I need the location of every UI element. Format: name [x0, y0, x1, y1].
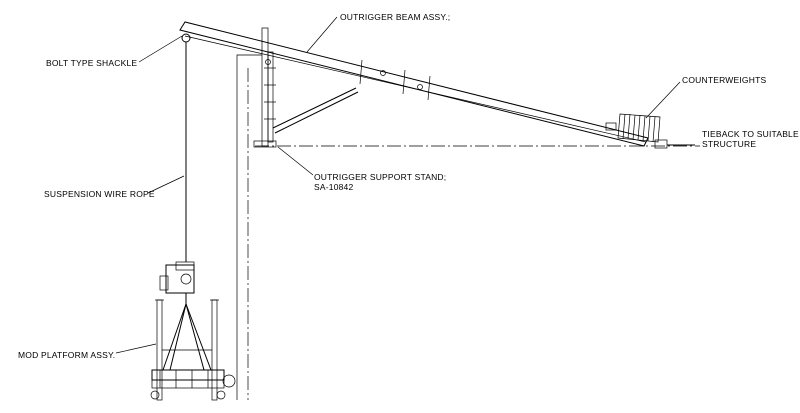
outrigger-support-stand [253, 27, 359, 148]
building-outline [236, 54, 700, 400]
mod-platform [150, 299, 236, 401]
label-tieback-line1: TIEBACK TO SUITABLE [702, 129, 799, 139]
label-tieback-line2: STRUCTURE [702, 139, 756, 149]
bolt-type-shackle [181, 33, 191, 48]
hoist [159, 261, 195, 304]
label-wire-rope: SUSPENSION WIRE ROPE [44, 189, 155, 199]
leader-lines [115, 16, 681, 354]
label-bolt-shackle: BOLT TYPE SHACKLE [46, 58, 137, 68]
label-support-stand-line1: OUTRIGGER SUPPORT STAND; [314, 172, 446, 182]
label-platform: MOD PLATFORM ASSY. [18, 350, 115, 360]
counterweights [617, 113, 661, 143]
label-outrigger-beam: OUTRIGGER BEAM ASSY.; [340, 12, 450, 22]
label-support-stand-line2: SA-10842 [314, 182, 353, 192]
outrigger-beam [179, 21, 695, 149]
label-counterweights: COUNTERWEIGHTS [682, 75, 766, 85]
